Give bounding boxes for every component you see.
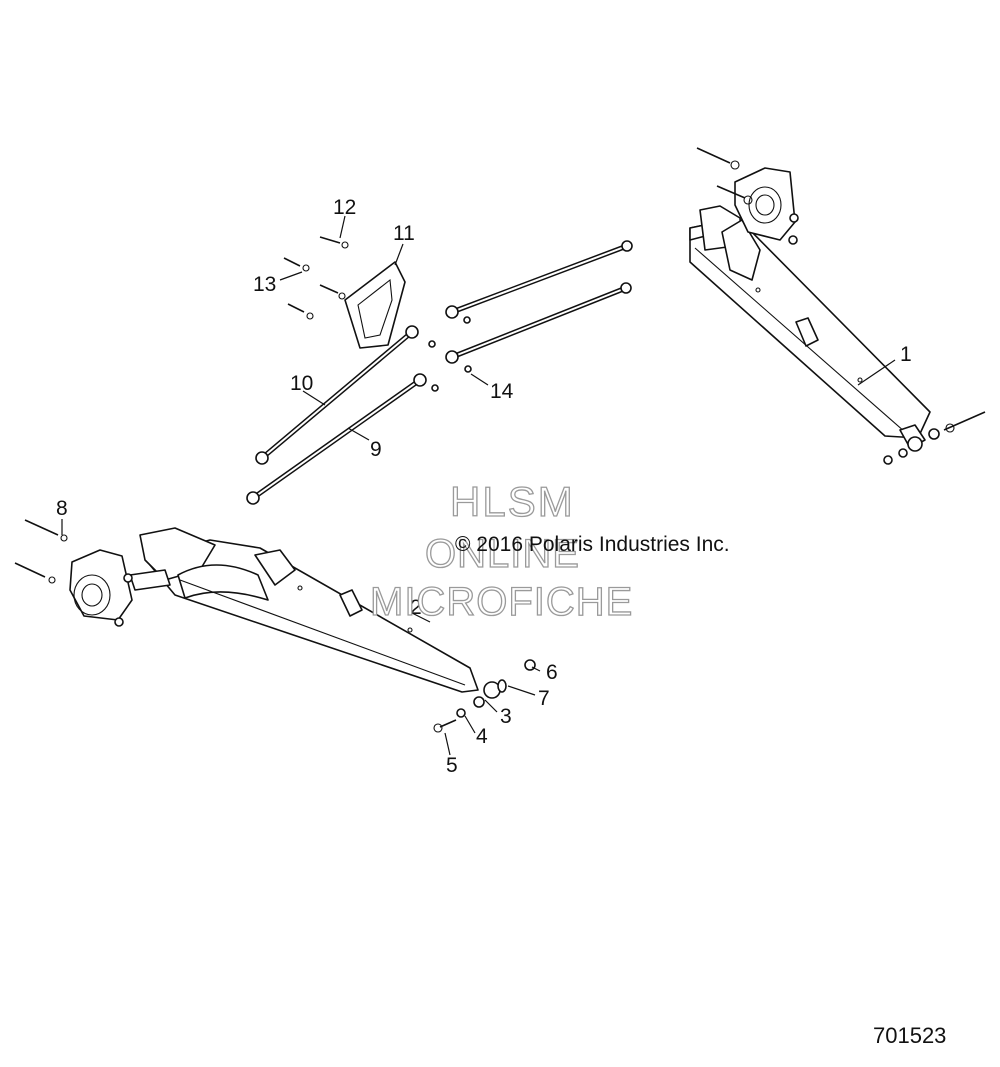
radius-rod-lower [246, 373, 439, 505]
bearing-carrier-right [696, 147, 799, 245]
leader-lines [61, 215, 896, 756]
callout-labels: 1 2 3 4 5 6 7 8 9 10 11 12 13 14 [56, 196, 912, 777]
carrier-bolts-left [14, 519, 68, 584]
callout-13: 13 [253, 273, 276, 296]
bearing-carrier-left [69, 549, 133, 627]
arm-end-hardware-right [883, 411, 986, 465]
callout-9: 9 [370, 438, 382, 461]
arm-end-hardware-left [433, 659, 536, 733]
callout-12: 12 [333, 196, 356, 219]
callout-1: 1 [900, 343, 912, 366]
callout-11: 11 [393, 222, 415, 245]
callout-6: 6 [546, 661, 558, 684]
callout-5: 5 [446, 754, 458, 777]
callout-14: 14 [490, 380, 514, 403]
trailing-arm-left [129, 527, 479, 693]
callout-4: 4 [476, 725, 488, 748]
watermark-hlsm: HLSM [450, 478, 575, 525]
copyright-text: © 2016 Polaris Industries Inc. [455, 533, 730, 556]
watermark: HLSM ONLINE MICROFICHE © 2016 Polaris In… [369, 477, 730, 624]
drawing-number: 701523 [873, 1023, 946, 1048]
callout-8: 8 [56, 497, 68, 520]
radius-rod-upper [255, 325, 436, 465]
callout-2: 2 [410, 596, 422, 619]
trailing-arm-right [689, 205, 931, 449]
radius-rods-right [445, 240, 633, 373]
callout-3: 3 [500, 705, 512, 728]
watermark-online: ONLINE [425, 532, 580, 576]
watermark-microfiche: MICROFICHE [370, 580, 633, 624]
bracket-bolts [283, 236, 349, 320]
callout-7: 7 [538, 687, 550, 710]
radius-rod-bracket [344, 261, 406, 349]
callout-10: 10 [290, 372, 313, 395]
